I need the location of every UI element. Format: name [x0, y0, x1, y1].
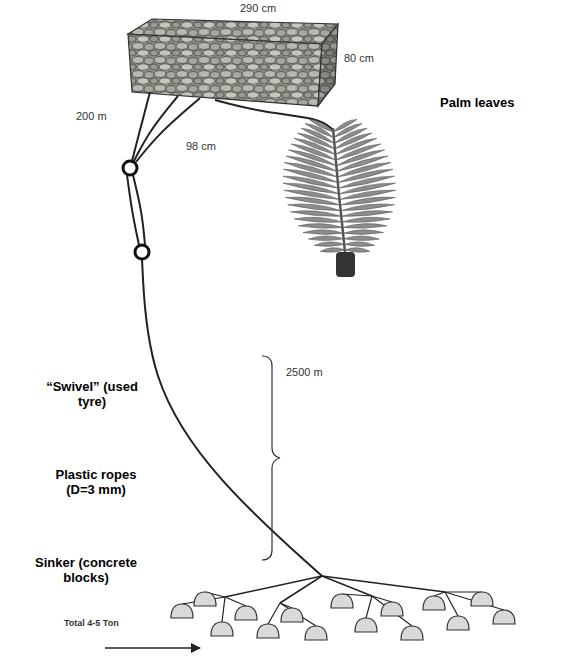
palm-leaflet [344, 242, 374, 247]
palm-leaflet [343, 224, 387, 229]
concrete-block [447, 616, 469, 630]
concrete-block [471, 592, 493, 606]
rope [136, 98, 200, 162]
rope [434, 592, 445, 596]
rope [322, 576, 445, 592]
rope [222, 597, 225, 622]
rope [225, 576, 322, 597]
part-label: Palm leaves [440, 96, 514, 111]
rope [445, 591, 482, 592]
rope [142, 259, 322, 576]
palm-leaflet [342, 211, 393, 217]
palm-leaflet [341, 204, 394, 211]
dimension-label: 98 cm [186, 140, 216, 153]
rope [215, 100, 333, 130]
palm-leaflet [291, 211, 342, 217]
rope [127, 175, 139, 245]
sinker [171, 576, 515, 640]
concrete-block [355, 618, 377, 632]
concrete-block [331, 594, 353, 608]
palm-leaflet [342, 217, 390, 222]
palm-leaflet [288, 204, 341, 211]
palm-leaflet [345, 248, 370, 253]
part-label: “Swivel” (used tyre) [44, 380, 140, 410]
rope [372, 596, 392, 602]
part-label: Plastic ropes (D=3 mm) [44, 468, 148, 498]
palm-leaflet [314, 242, 344, 247]
rope [268, 603, 280, 624]
concrete-block [211, 622, 233, 636]
dimension-label: 200 m [76, 110, 107, 123]
raft [128, 19, 338, 106]
current-arrow [105, 647, 200, 649]
palm-leaflet [285, 197, 340, 205]
palm-leaflet [308, 236, 343, 241]
concrete-block [493, 610, 515, 624]
palm-leaflet [344, 236, 379, 241]
swivel [123, 161, 149, 259]
rope [132, 92, 150, 161]
rope [133, 175, 145, 245]
dimension-label: 290 cm [240, 2, 276, 15]
rope [280, 576, 322, 603]
weight [336, 252, 355, 277]
concrete-block [423, 596, 445, 610]
rope [366, 596, 372, 618]
part-label: Sinker (concrete blocks) [24, 556, 148, 586]
rope [280, 603, 316, 626]
rope [134, 96, 178, 161]
rope [372, 596, 412, 626]
concrete-block [257, 624, 279, 638]
palm-leaflet [303, 230, 343, 235]
rope [225, 597, 246, 606]
concrete-block [381, 602, 403, 616]
concrete-block [281, 608, 303, 622]
note-label: Total 4-5 Ton [64, 618, 119, 628]
concrete-block [401, 626, 423, 640]
concrete-block [235, 606, 257, 620]
concrete-block [194, 592, 216, 606]
palm-leaflet [343, 230, 383, 235]
palm-leaflet [320, 248, 345, 253]
palm-leaflet [298, 224, 342, 229]
palm-leaves [283, 119, 396, 252]
concrete-block [171, 604, 193, 618]
dimension-label: 80 cm [344, 52, 374, 65]
concrete-block [305, 626, 327, 640]
bracket [262, 356, 280, 560]
rope [445, 592, 504, 610]
palm-leaflet [294, 217, 342, 222]
dimension-label: 2500 m [286, 366, 323, 379]
